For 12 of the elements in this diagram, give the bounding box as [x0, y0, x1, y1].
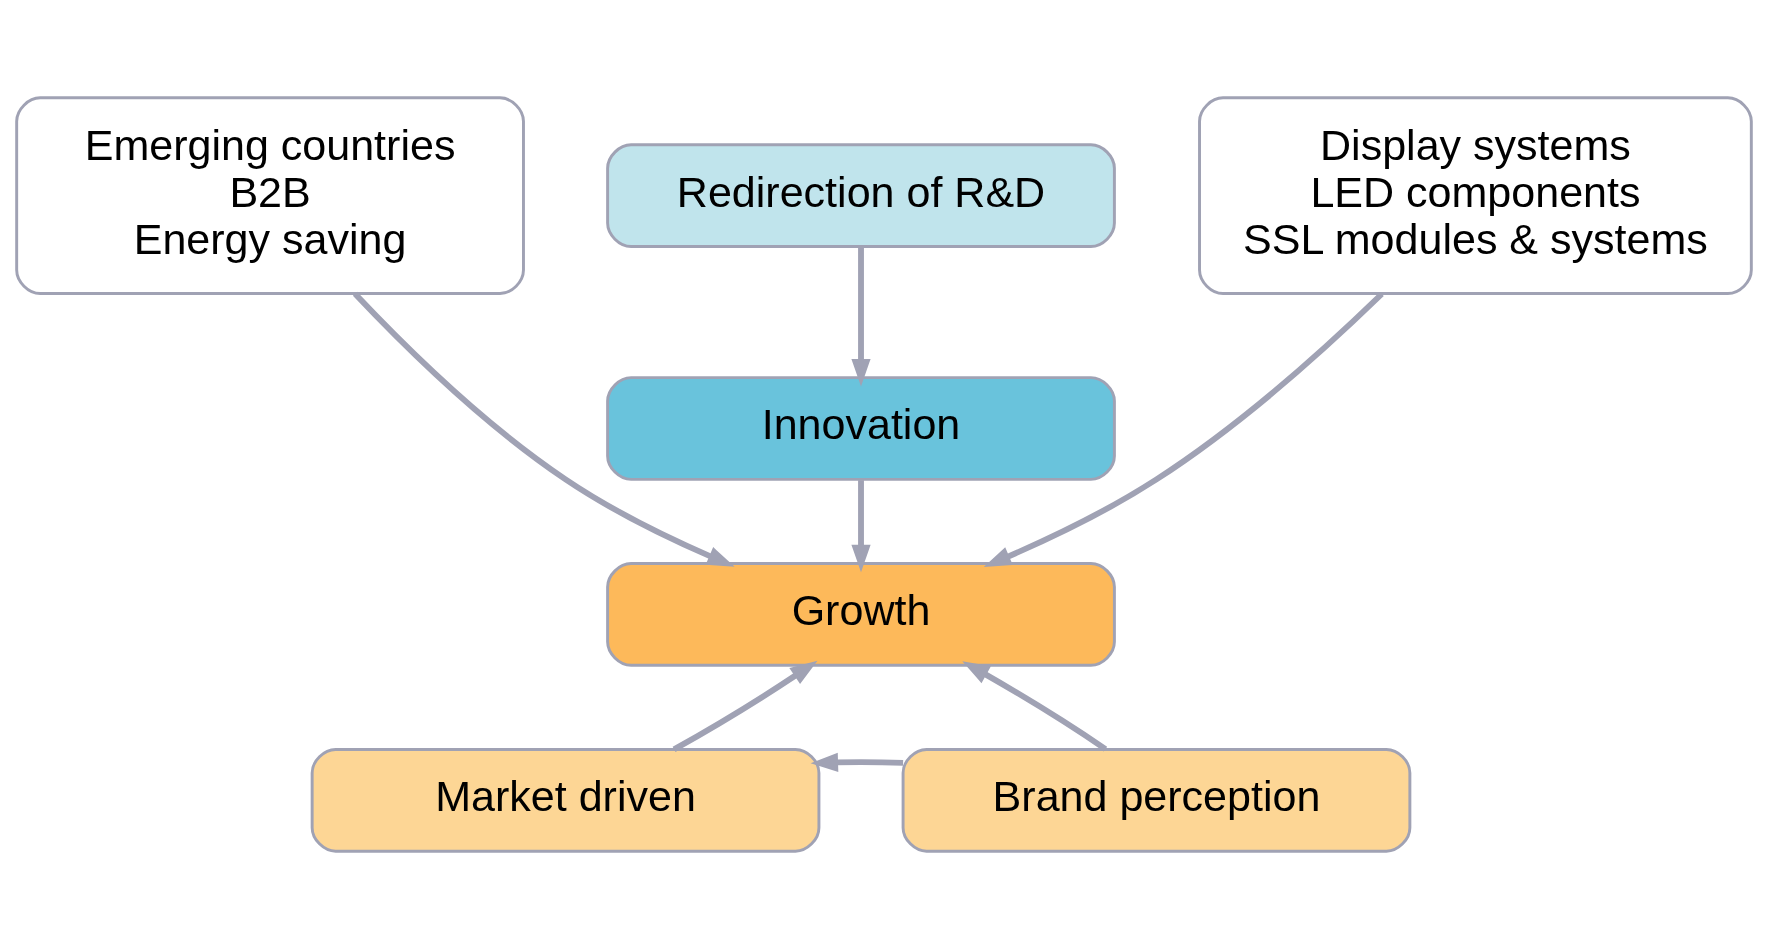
- arrow: [810, 752, 904, 772]
- arrow: [672, 660, 818, 752]
- node-box: Emerging countries B2B Energy saving: [15, 95, 525, 295]
- node-box: Innovation: [606, 375, 1116, 481]
- node-box: Display systems LED components SSL modules & systems: [1198, 95, 1753, 295]
- arrow: [851, 246, 871, 386]
- node-box: Growth: [606, 561, 1116, 667]
- node-box: Redirection of R&D: [606, 142, 1116, 248]
- node-box: Market driven: [310, 747, 821, 853]
- node-box: Brand perception: [901, 747, 1412, 853]
- arrow: [962, 660, 1108, 751]
- arrow: [851, 479, 871, 572]
